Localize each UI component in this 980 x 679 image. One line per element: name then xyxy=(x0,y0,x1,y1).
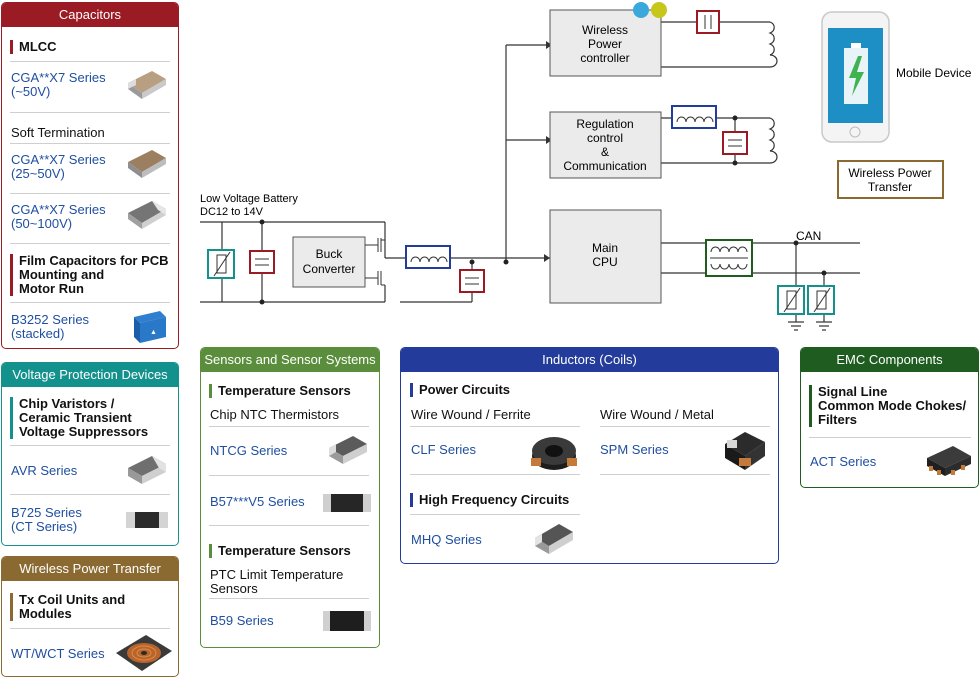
ct-chip-image xyxy=(124,508,170,532)
b725-series-link[interactable]: B725 Series(CT Series) xyxy=(11,505,82,534)
regulation-inductor-symbol xyxy=(671,105,717,129)
regulation-text-2: control xyxy=(587,131,623,145)
high-frequency-heading: High Frequency Circuits xyxy=(410,493,569,507)
wireless-ctrl-text-2: Power xyxy=(588,37,622,51)
tx-coil-image xyxy=(114,631,174,675)
inductors-header: Inductors (Coils) xyxy=(401,348,778,372)
blue-dot-icon xyxy=(633,2,649,18)
battery-label-1: Low Voltage Battery xyxy=(200,193,298,205)
inductor-symbol xyxy=(405,245,451,269)
capacitors-panel: Capacitors MLCC CGA**X7 Series(~50V) Sof… xyxy=(1,2,179,349)
wpt-label-1: Wireless Power xyxy=(848,166,931,180)
temp-sensors-heading-1: Temperature Sensors xyxy=(209,384,351,398)
capacitors-header: Capacitors xyxy=(2,3,178,27)
sensors-header: Sensors and Sensor Systems xyxy=(201,348,379,372)
cga-series-link-1[interactable]: CGA**X7 Series(~50V) xyxy=(11,70,106,99)
output-capacitor-symbol xyxy=(459,269,485,293)
series-capacitor-symbol xyxy=(696,10,720,34)
mobile-phone-icon xyxy=(821,11,890,143)
voltage-protection-header: Voltage Protection Devices xyxy=(2,363,178,387)
film-capacitor-image: ▲ xyxy=(130,307,170,347)
mlcc-heading: MLCC xyxy=(10,40,57,54)
sensors-panel: Sensors and Sensor Systems Temperature S… xyxy=(200,347,380,648)
b57-chip-image xyxy=(321,489,373,517)
spm-series-link[interactable]: SPM Series xyxy=(600,442,669,457)
battery-label-2: DC12 to 14V xyxy=(200,206,264,218)
regulation-text-1: Regulation xyxy=(576,117,633,131)
b57-series-link[interactable]: B57***V5 Series xyxy=(210,494,305,509)
act-choke-image xyxy=(923,438,975,482)
wire-wound-metal-label: Wire Wound / Metal xyxy=(600,407,714,422)
wireless-ctrl-text-3: controller xyxy=(580,51,629,65)
cpu-text-1: Main xyxy=(592,241,618,255)
power-circuits-heading: Power Circuits xyxy=(410,383,510,397)
can-varistor-symbol-2 xyxy=(807,285,835,315)
wpt-label-box xyxy=(837,160,944,199)
ntc-chip-image xyxy=(325,430,371,468)
wire-wound-ferrite-label: Wire Wound / Ferrite xyxy=(411,407,531,422)
mhq-series-link[interactable]: MHQ Series xyxy=(411,532,482,547)
capacitor-symbol xyxy=(249,250,275,274)
regulation-capacitor-symbol xyxy=(722,131,748,155)
mobile-device-label: Mobile Device xyxy=(896,66,972,80)
soft-chip-image-2 xyxy=(124,197,168,231)
varistor-chip-image xyxy=(124,451,168,487)
wt-wct-series-link[interactable]: WT/WCT Series xyxy=(11,646,105,661)
b3252-series-link[interactable]: B3252 Series(stacked) xyxy=(11,312,90,341)
b59-series-link[interactable]: B59 Series xyxy=(210,613,274,628)
wireless-ctrl-text-1: Wireless xyxy=(582,23,628,37)
clf-series-link[interactable]: CLF Series xyxy=(411,442,477,457)
clf-inductor-image xyxy=(529,430,579,474)
inductors-panel: Inductors (Coils) Power Circuits Wire Wo… xyxy=(400,347,779,564)
cpu-text-2: CPU xyxy=(592,255,617,269)
emc-header: EMC Components xyxy=(801,348,978,372)
can-varistor-symbol-1 xyxy=(777,285,805,315)
cga-series-link-3[interactable]: CGA**X7 Series(50~100V) xyxy=(11,202,106,231)
spm-inductor-image xyxy=(719,428,769,474)
common-mode-choke-symbol xyxy=(705,239,753,277)
wpt-label-2: Transfer xyxy=(868,180,912,194)
voltage-protection-panel: Voltage Protection Devices Chip Varistor… xyxy=(1,362,179,546)
varistor-symbol xyxy=(207,249,235,279)
wireless-power-panel: Wireless Power Transfer Tx Coil Units an… xyxy=(1,556,179,677)
act-series-link[interactable]: ACT Series xyxy=(810,454,877,469)
cga-series-link-2[interactable]: CGA**X7 Series(25~50V) xyxy=(11,152,106,181)
avr-series-link[interactable]: AVR Series xyxy=(11,463,78,478)
soft-chip-image-1 xyxy=(124,146,168,180)
regulation-text-4: Communication xyxy=(563,159,646,173)
ntcg-series-link[interactable]: NTCG Series xyxy=(210,443,288,458)
yellow-dot-icon xyxy=(651,2,667,18)
soft-termination-label: Soft Termination xyxy=(11,125,105,140)
mlcc-chip-image xyxy=(124,67,168,101)
wireless-power-header: Wireless Power Transfer xyxy=(2,557,178,581)
svg-text:▲: ▲ xyxy=(150,329,157,336)
temp-sensors-heading-2: Temperature Sensors xyxy=(209,544,351,558)
mhq-chip-image xyxy=(531,518,577,558)
regulation-text-3: & xyxy=(601,145,609,159)
can-label: CAN xyxy=(796,229,821,243)
buck-text-1: Buck xyxy=(316,247,344,261)
chip-ntc-label: Chip NTC Thermistors xyxy=(210,407,340,422)
b59-chip-image xyxy=(321,606,373,636)
buck-text-2: Converter xyxy=(303,262,356,276)
